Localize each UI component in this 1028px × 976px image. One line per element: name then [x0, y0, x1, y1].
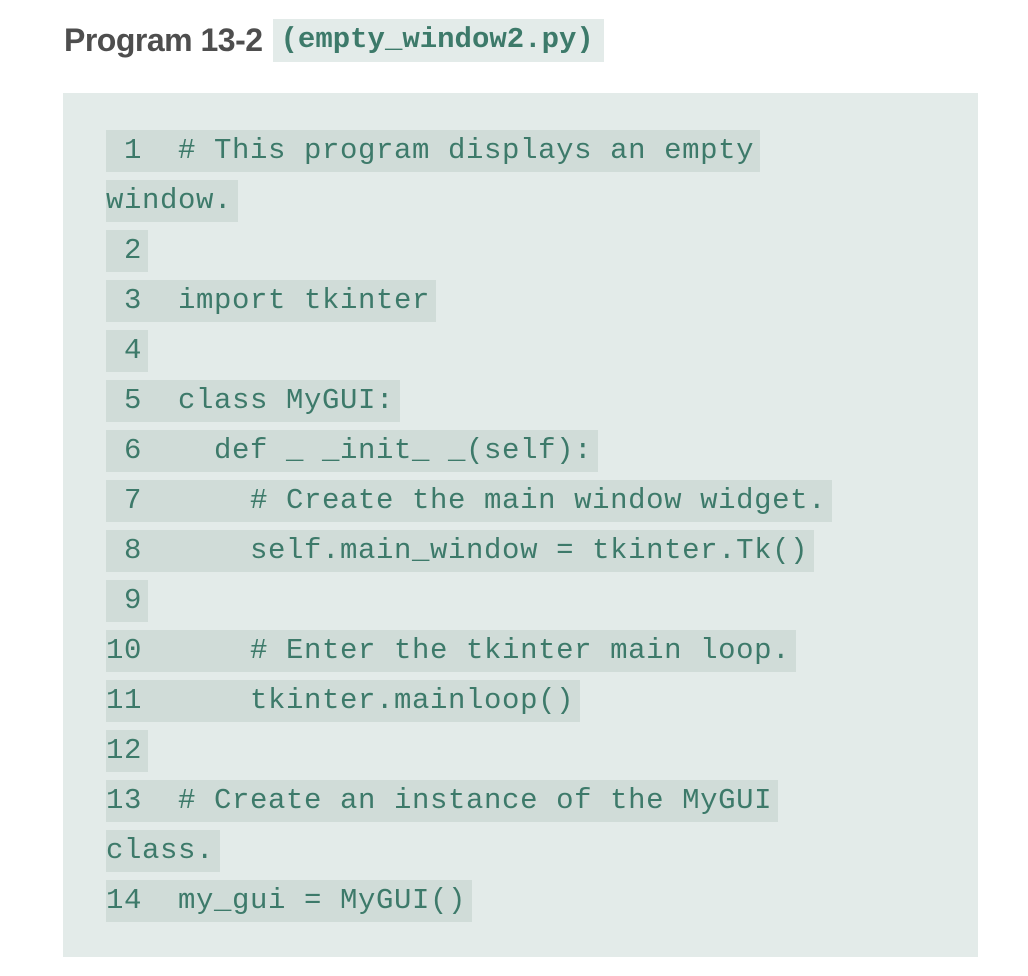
- code-line-5-text: 5 class MyGUI:: [106, 380, 401, 422]
- code-line-6: 6 def _ _init_ _(self):: [106, 426, 832, 476]
- code-line-5: 5 class MyGUI:: [106, 376, 832, 426]
- code-line-9-text: 9: [106, 580, 149, 622]
- code-line-13-text: 13 # Create an instance of the MyGUI: [106, 780, 779, 822]
- code-line-2: 2: [106, 226, 832, 276]
- code-line-3-text: 3 import tkinter: [106, 280, 437, 322]
- code-listing: 1 # This program displays an empty windo…: [106, 126, 833, 926]
- program-title: Program 13-2 (empty_window2.py): [64, 18, 604, 62]
- code-listing-panel: 1 # This program displays an empty windo…: [63, 93, 978, 957]
- code-line-13: 13 # Create an instance of the MyGUI: [106, 776, 832, 826]
- code-line-6-text: 6 def _ _init_ _(self):: [106, 430, 599, 472]
- code-line-7-text: 7 # Create the main window widget.: [106, 480, 833, 522]
- code-line-13-wrap: class.: [106, 826, 832, 876]
- code-line-8: 8 self.main_window = tkinter.Tk(): [106, 526, 832, 576]
- code-line-11-text: 11 tkinter.mainloop(): [106, 680, 581, 722]
- code-line-1-wrap-text: window.: [106, 180, 239, 222]
- code-line-8-text: 8 self.main_window = tkinter.Tk(): [106, 530, 815, 572]
- code-line-1-wrap: window.: [106, 176, 832, 226]
- program-label: Program 13-2: [64, 21, 263, 58]
- code-line-9: 9: [106, 576, 832, 626]
- code-line-11: 11 tkinter.mainloop(): [106, 676, 832, 726]
- program-file-name: (empty_window2.py): [272, 18, 604, 62]
- code-line-1: 1 # This program displays an empty: [106, 126, 832, 176]
- code-line-13-wrap-text: class.: [106, 830, 221, 872]
- code-line-14-text: 14 my_gui = MyGUI(): [106, 880, 473, 922]
- code-line-12-text: 12: [106, 730, 149, 772]
- code-line-4: 4: [106, 326, 832, 376]
- code-line-7: 7 # Create the main window widget.: [106, 476, 833, 526]
- code-line-12: 12: [106, 726, 832, 776]
- code-line-1-text: 1 # This program displays an empty: [106, 130, 761, 172]
- code-line-10-text: 10 # Enter the tkinter main loop.: [106, 630, 797, 672]
- code-line-2-text: 2: [106, 230, 149, 272]
- code-line-10: 10 # Enter the tkinter main loop.: [106, 626, 832, 676]
- code-line-14: 14 my_gui = MyGUI(): [106, 876, 832, 926]
- code-line-4-text: 4: [106, 330, 149, 372]
- code-line-3: 3 import tkinter: [106, 276, 832, 326]
